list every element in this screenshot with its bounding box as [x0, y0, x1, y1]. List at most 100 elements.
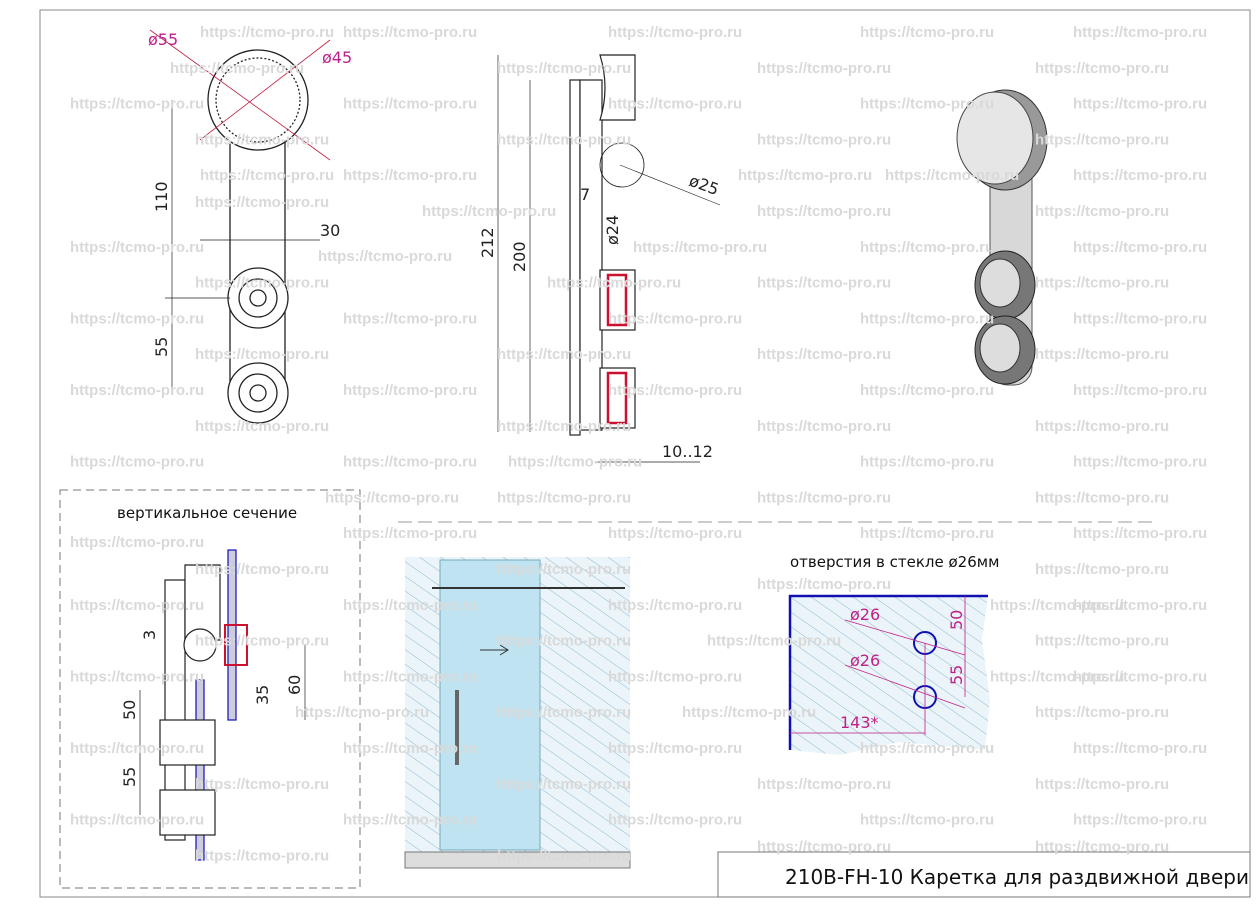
watermark-text: https://tcmo-pro.ru: [195, 776, 329, 793]
watermark-text: https://tcmo-pro.ru: [860, 382, 994, 399]
watermark-text: https://tcmo-pro.ru: [295, 704, 429, 721]
watermark-text: https://tcmo-pro.ru: [497, 847, 631, 864]
watermark-text: https://tcmo-pro.ru: [608, 812, 742, 829]
dim-50: 50: [120, 700, 139, 720]
dim-hole-2: ø26: [850, 651, 880, 670]
watermark-text: https://tcmo-pro.ru: [70, 812, 204, 829]
watermark-text: https://tcmo-pro.ru: [757, 776, 891, 793]
watermark-text: https://tcmo-pro.ru: [70, 668, 204, 685]
watermark-text: https://tcmo-pro.ru: [195, 633, 329, 650]
dim-gap: 10..12: [662, 442, 713, 461]
watermark-text: https://tcmo-pro.ru: [757, 838, 891, 855]
watermark-text: https://tcmo-pro.ru: [1073, 454, 1207, 471]
watermark-text: https://tcmo-pro.ru: [757, 131, 891, 148]
watermark-text: https://tcmo-pro.ru: [707, 633, 841, 650]
watermark-text: https://tcmo-pro.ru: [343, 454, 477, 471]
sheet-border: [39, 9, 1251, 898]
watermark-text: https://tcmo-pro.ru: [1073, 740, 1207, 757]
watermark-text: https://tcmo-pro.ru: [325, 489, 459, 506]
watermark-text: https://tcmo-pro.ru: [682, 704, 816, 721]
watermark-text: https://tcmo-pro.ru: [608, 668, 742, 685]
watermark-text: https://tcmo-pro.ru: [757, 418, 891, 435]
dim-200: 200: [510, 241, 529, 272]
watermark-layer: https://tcmo-pro.ru https://tcmo-pro.ru ht…: [70, 24, 1207, 864]
dim-d25: ø25: [687, 171, 722, 199]
watermark-text: https://tcmo-pro.ru: [1073, 24, 1207, 41]
watermark-text: https://tcmo-pro.ru: [343, 668, 477, 685]
watermark-text: https://tcmo-pro.ru: [1035, 838, 1169, 855]
watermark-text: https://tcmo-pro.ru: [990, 668, 1124, 685]
watermark-text: https://tcmo-pro.ru: [1073, 812, 1207, 829]
watermark-text: https://tcmo-pro.ru: [195, 275, 329, 292]
watermark-text: https://tcmo-pro.ru: [885, 167, 1019, 184]
watermark-text: https://tcmo-pro.ru: [547, 275, 681, 292]
watermark-text: https://tcmo-pro.ru: [608, 525, 742, 542]
watermark-text: https://tcmo-pro.ru: [497, 489, 631, 506]
watermark-text: https://tcmo-pro.ru: [195, 346, 329, 363]
watermark-text: https://tcmo-pro.ru: [1073, 96, 1207, 113]
dim-35: 35: [253, 685, 272, 705]
dim-d45: ø45: [322, 48, 352, 67]
watermark-text: https://tcmo-pro.ru: [497, 633, 631, 650]
watermark-text: https://tcmo-pro.ru: [860, 740, 994, 757]
section-label: вертикальное сечение: [117, 504, 297, 522]
watermark-text: https://tcmo-pro.ru: [1073, 597, 1207, 614]
watermark-text: https://tcmo-pro.ru: [318, 248, 452, 265]
watermark-text: https://tcmo-pro.ru: [1073, 310, 1207, 327]
front-view: [149, 29, 331, 424]
holes-label: отверстия в стекле ø26мм: [790, 553, 999, 571]
door-illustration: [404, 557, 631, 869]
watermark-text: https://tcmo-pro.ru: [508, 454, 642, 471]
watermark-text: https://tcmo-pro.ru: [343, 167, 477, 184]
watermark-text: https://tcmo-pro.ru: [633, 239, 767, 256]
section-frame: [59, 489, 361, 889]
watermark-text: https://tcmo-pro.ru: [1073, 239, 1207, 256]
holes-detail: [788, 594, 990, 755]
watermark-text: https://tcmo-pro.ru: [497, 346, 631, 363]
dim-110: 110: [152, 181, 171, 212]
watermark-text: https://tcmo-pro.ru: [343, 24, 477, 41]
product-3d-image: [956, 89, 1048, 386]
watermark-text: https://tcmo-pro.ru: [757, 275, 891, 292]
watermark-text: https://tcmo-pro.ru: [608, 96, 742, 113]
watermark-text: https://tcmo-pro.ru: [1035, 203, 1169, 220]
watermark-text: https://tcmo-pro.ru: [757, 576, 891, 593]
watermark-text: https://tcmo-pro.ru: [497, 776, 631, 793]
watermark-text: https://tcmo-pro.ru: [990, 597, 1124, 614]
watermark-text: https://tcmo-pro.ru: [70, 310, 204, 327]
section-view: [139, 549, 306, 861]
watermark-text: https://tcmo-pro.ru: [860, 812, 994, 829]
dim-hole-50: 50: [947, 610, 966, 630]
watermark-text: https://tcmo-pro.ru: [70, 534, 204, 551]
watermark-text: https://tcmo-pro.ru: [1035, 776, 1169, 793]
watermark-text: https://tcmo-pro.ru: [1035, 561, 1169, 578]
watermark-text: https://tcmo-pro.ru: [860, 454, 994, 471]
watermark-text: https://tcmo-pro.ru: [497, 131, 631, 148]
watermark-text: https://tcmo-pro.ru: [1035, 418, 1169, 435]
watermark-text: https://tcmo-pro.ru: [195, 847, 329, 864]
watermark-text: https://tcmo-pro.ru: [757, 489, 891, 506]
watermark-text: https://tcmo-pro.ru: [343, 740, 477, 757]
dim-3: 3: [140, 630, 159, 640]
watermark-text: https://tcmo-pro.ru: [343, 382, 477, 399]
dim-143: 143*: [840, 713, 879, 732]
dim-30: 30: [320, 221, 340, 240]
watermark-text: https://tcmo-pro.ru: [860, 239, 994, 256]
watermark-text: https://tcmo-pro.ru: [1073, 167, 1207, 184]
watermark-text: https://tcmo-pro.ru: [497, 418, 631, 435]
watermark-text: https://tcmo-pro.ru: [200, 167, 334, 184]
watermark-text: https://tcmo-pro.ru: [1035, 489, 1169, 506]
watermark-text: https://tcmo-pro.ru: [757, 60, 891, 77]
watermark-text: https://tcmo-pro.ru: [608, 310, 742, 327]
watermark-text: https://tcmo-pro.ru: [608, 740, 742, 757]
watermark-text: https://tcmo-pro.ru: [70, 454, 204, 471]
watermark-text: https://tcmo-pro.ru: [70, 597, 204, 614]
dim-d24: ø24: [603, 215, 622, 245]
dim-55: 55: [120, 767, 139, 787]
side-view: [497, 54, 721, 463]
watermark-text: https://tcmo-pro.ru: [1035, 704, 1169, 721]
watermark-text: https://tcmo-pro.ru: [343, 597, 477, 614]
watermark-text: https://tcmo-pro.ru: [1035, 346, 1169, 363]
dim-7: 7: [580, 185, 590, 204]
